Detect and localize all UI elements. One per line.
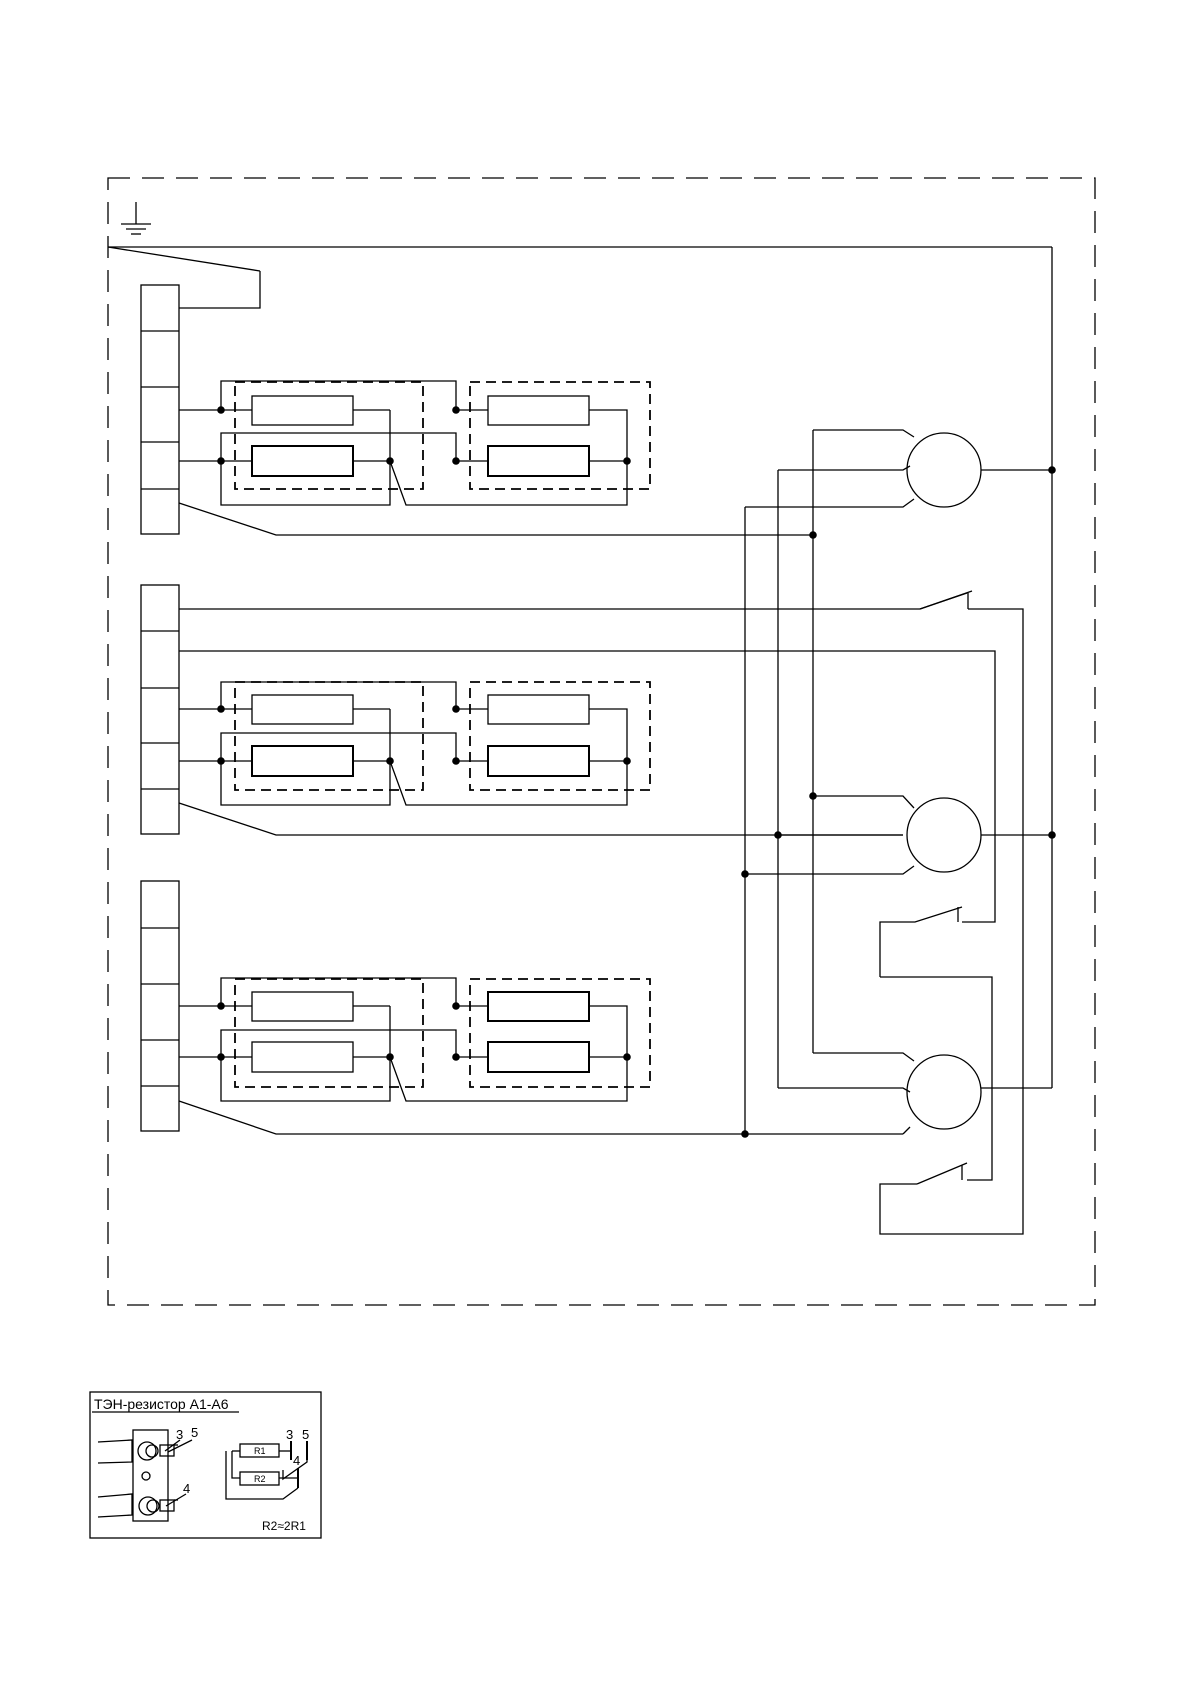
heater-a6-housing (470, 979, 650, 1087)
legend-box: ТЭН-резистор А1-А6 3 5 4 R1 3 5 R2 (90, 1392, 321, 1538)
resistor-r1 (488, 992, 589, 1021)
motor-1 (907, 433, 1056, 507)
switch-3 (917, 1163, 967, 1184)
svg-text:5: 5 (302, 1427, 309, 1442)
switch-2 (880, 907, 992, 1180)
svg-text:5: 5 (191, 1425, 198, 1440)
legend-title: ТЭН-резистор А1-А6 (94, 1396, 229, 1412)
legend-relation: R2≈2R1 (262, 1519, 306, 1533)
resistor-r1 (252, 992, 353, 1021)
enclosure-boundary (108, 178, 1095, 1305)
svg-text:3: 3 (176, 1427, 183, 1442)
heater-group-2 (179, 593, 995, 922)
resistor-r1 (252, 396, 353, 425)
resistor-r2 (488, 1042, 589, 1072)
terminal-block-3 (141, 881, 179, 1131)
terminal-block-1 (141, 285, 179, 534)
motor-2 (907, 798, 1056, 872)
resistor-r2 (252, 1042, 353, 1072)
svg-text:3: 3 (286, 1427, 293, 1442)
heater-group-3 (179, 978, 903, 1134)
ground-bus (108, 247, 1052, 1088)
motor-3 (907, 1055, 1052, 1129)
resistor-r2 (488, 446, 589, 476)
ground-symbol-icon (121, 202, 151, 234)
resistor-r1 (488, 695, 589, 724)
terminal-block-2 (141, 585, 179, 834)
svg-text:4: 4 (183, 1481, 190, 1496)
switch-2-feed (179, 651, 995, 922)
resistor-r1 (252, 695, 353, 724)
svg-text:4: 4 (293, 1453, 300, 1468)
switch-1 (880, 591, 1023, 1234)
heater-group-1 (179, 381, 813, 535)
power-distribution (741, 430, 914, 1138)
resistor-r2 (252, 446, 353, 476)
svg-text:R1: R1 (254, 1446, 266, 1456)
mounting-hole-icon (142, 1472, 150, 1480)
resistor-r2 (488, 746, 589, 776)
resistor-r2 (252, 746, 353, 776)
switch-1-feed (179, 593, 967, 609)
resistor-r1 (488, 396, 589, 425)
svg-text:R2: R2 (254, 1474, 266, 1484)
